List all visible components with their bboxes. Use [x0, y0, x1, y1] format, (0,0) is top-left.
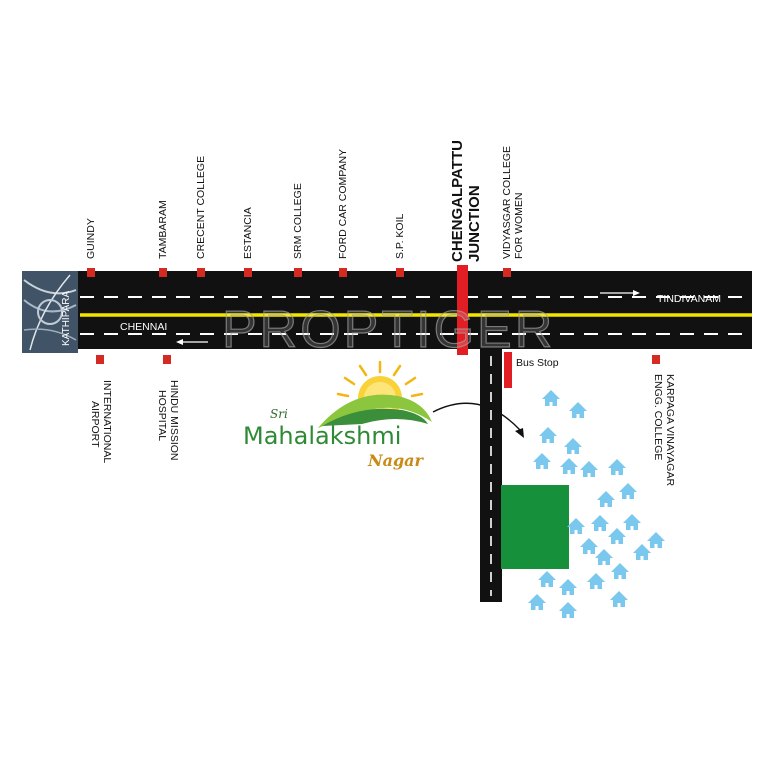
logo-prefix: Sri — [270, 407, 288, 421]
house-icon — [528, 594, 546, 610]
marker-vidyasagar-college — [503, 268, 511, 277]
house-icon — [559, 602, 577, 618]
house-icon — [569, 402, 587, 418]
house-icon — [608, 459, 626, 475]
house-icon — [587, 573, 605, 589]
junction-marker — [457, 265, 468, 355]
house-icon — [623, 514, 641, 530]
house-icon — [539, 427, 557, 443]
house-icon — [610, 591, 628, 607]
house-icon — [567, 518, 585, 534]
logo-project-name: Mahalakshmi — [243, 422, 402, 450]
house-icon — [533, 453, 551, 469]
logo-hills-icon — [318, 394, 432, 428]
marker-ford-car-company — [339, 268, 347, 277]
marker-karpaga-vinayagar — [652, 355, 660, 364]
house-icon — [564, 438, 582, 454]
marker-sp-koil — [396, 268, 404, 277]
house-icon — [611, 563, 629, 579]
house-icon — [580, 538, 598, 554]
house-icon — [595, 549, 613, 565]
house-icon — [560, 458, 578, 474]
house-icon — [619, 483, 637, 499]
marker-international-airport — [96, 355, 104, 364]
chennai-label: CHENNAI — [120, 321, 168, 333]
house-icon — [597, 491, 615, 507]
house-icon — [647, 532, 665, 548]
house-icon — [542, 390, 560, 406]
arrow-left-icon — [176, 339, 208, 345]
marker-crecent-college — [197, 268, 205, 277]
house-icon — [559, 579, 577, 595]
project-site-plot — [501, 485, 569, 569]
side-road — [480, 349, 502, 602]
house-icon — [633, 544, 651, 560]
house-icon — [580, 461, 598, 477]
bus-stop-marker — [504, 352, 512, 388]
marker-estancia — [244, 268, 252, 277]
house-icon — [608, 528, 626, 544]
bus-stop-label: Bus Stop — [516, 357, 559, 369]
house-icon — [538, 571, 556, 587]
curved-pointer-arrow-icon — [432, 402, 524, 438]
arrow-right-icon — [600, 290, 640, 296]
marker-tambaram — [159, 268, 167, 277]
main-highway — [22, 271, 752, 349]
marker-srm-college — [294, 268, 302, 277]
house-icon — [591, 515, 609, 531]
tindivanam-label: TINDIVANAM — [657, 293, 721, 305]
logo-suffix: Nagar — [368, 451, 423, 470]
marker-guindy — [87, 268, 95, 277]
marker-hindu-mission-hospital — [163, 355, 171, 364]
kathipara-flyover-image — [22, 271, 78, 353]
